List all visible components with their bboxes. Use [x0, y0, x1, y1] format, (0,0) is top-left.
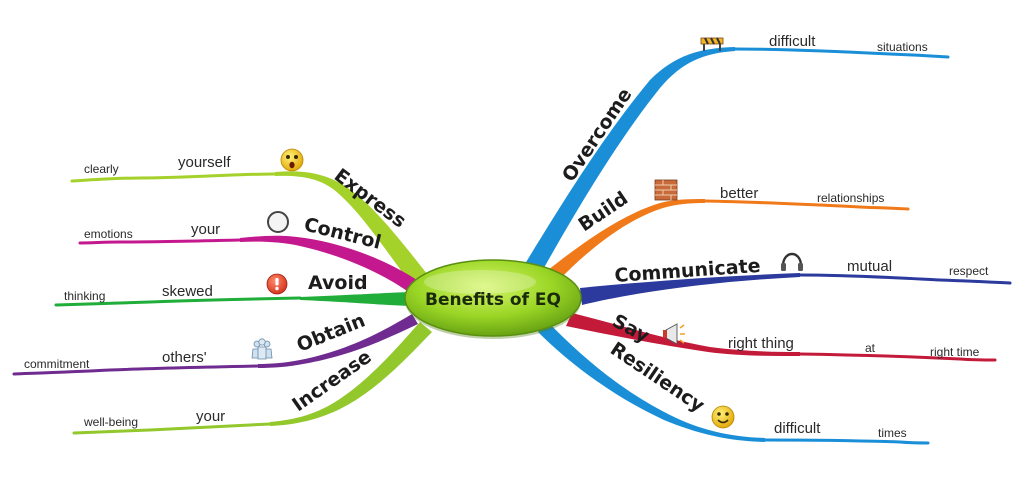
branch-communicate[interactable]: Communicate mutual respect: [580, 252, 1012, 305]
branch-avoid-line: [54, 296, 302, 307]
branch-overcome-trunk: [520, 47, 735, 280]
branch-control-line: [78, 238, 242, 245]
branch-build-trunk: [548, 199, 705, 281]
branch-communicate-word1: mutual: [847, 258, 892, 275]
smiley-icon: [711, 405, 735, 429]
branch-increase-word2: well-being: [83, 415, 138, 429]
branch-increase-trunk: [270, 322, 432, 426]
branch-resiliency-word2: times: [878, 426, 907, 440]
branch-obtain-word2: commitment: [24, 357, 90, 371]
branch-control-word2: emotions: [84, 227, 133, 241]
branch-communicate-trunk: [580, 273, 800, 305]
branch-express-word1: yourself: [178, 154, 231, 171]
branch-express-trunk: [275, 171, 428, 285]
branch-overcome-word1: difficult: [769, 33, 816, 50]
branch-obtain-word1: others': [162, 349, 207, 366]
branch-control[interactable]: Control your emotions: [78, 211, 420, 293]
megaphone-icon: [663, 323, 685, 345]
branch-communicate-line: [798, 273, 1012, 285]
branch-avoid[interactable]: Avoid skewed thinking: [54, 272, 412, 307]
people-icon: [251, 338, 273, 360]
branch-overcome-word2: situations: [877, 40, 928, 54]
surprised-face-icon: [280, 148, 304, 172]
branch-resiliency-line: [763, 438, 930, 445]
branch-increase-line: [72, 422, 272, 435]
branch-resiliency-keyword: Resiliency: [606, 338, 709, 417]
branch-build-line: [703, 199, 910, 211]
branch-avoid-word2: thinking: [64, 289, 105, 303]
branch-say-word3: at: [865, 341, 876, 355]
branch-obtain-line: [12, 364, 260, 376]
compass-icon: [267, 211, 289, 233]
branch-express-line: [70, 172, 277, 183]
headphones-icon: [781, 252, 803, 271]
branch-avoid-word1: skewed: [162, 283, 213, 300]
branch-overcome-line: [733, 47, 950, 59]
brick-wall-icon: [654, 179, 678, 201]
branch-say-line: [798, 352, 997, 362]
branch-resiliency-word1: difficult: [774, 420, 821, 437]
branch-express-word2: clearly: [84, 162, 119, 176]
barrier-icon: [700, 37, 724, 51]
central-topic[interactable]: Benefits of EQ: [404, 259, 582, 339]
branch-control-trunk: [240, 235, 420, 293]
branch-increase-word1: your: [196, 408, 225, 425]
central-topic-label: Benefits of EQ: [425, 290, 561, 310]
branch-say-word1: right thing: [728, 335, 794, 352]
branch-say-trunk: [566, 313, 800, 356]
branch-build-word1: better: [720, 185, 758, 202]
branch-communicate-word2: respect: [949, 264, 989, 278]
branch-build-word2: relationships: [817, 191, 884, 205]
branch-avoid-keyword: Avoid: [308, 272, 368, 294]
branch-control-word1: your: [191, 221, 220, 238]
branch-say-word2: right time: [930, 345, 980, 359]
branch-avoid-trunk: [300, 292, 412, 306]
warning-icon: [266, 273, 288, 295]
